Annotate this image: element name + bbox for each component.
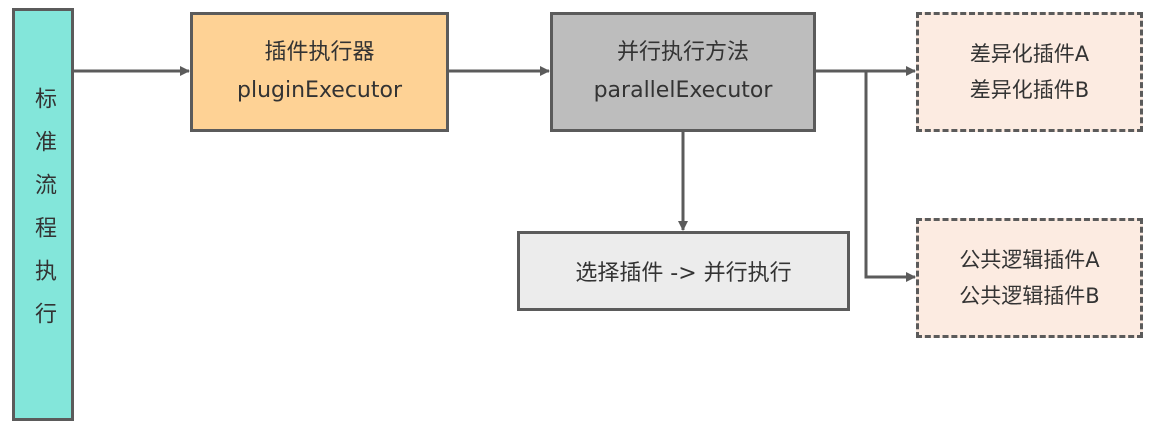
standard-flow-label: 标准流程执行 (31, 87, 56, 345)
plugin-executor-node: 插件执行器 pluginExecutor (190, 12, 449, 132)
common-plugin-a-label: 公共逻辑插件A (959, 248, 1100, 272)
choose-plugin-label: 选择插件 -> 并行执行 (575, 261, 792, 286)
diff-plugin-b-label: 差异化插件B (969, 78, 1090, 102)
diff-plugin-a-label: 差异化插件A (969, 42, 1090, 66)
parallel-executor-node: 并行执行方法 parallelExecutor (550, 12, 816, 132)
choose-plugin-node: 选择插件 -> 并行执行 (517, 231, 850, 311)
diff-plugins-node: 差异化插件A 差异化插件B (916, 12, 1143, 132)
plugin-executor-subtitle: pluginExecutor (237, 78, 402, 103)
plugin-executor-title: 插件执行器 (264, 40, 375, 65)
common-plugin-b-label: 公共逻辑插件B (959, 284, 1100, 308)
common-plugins-node: 公共逻辑插件A 公共逻辑插件B (916, 218, 1143, 338)
parallel-executor-subtitle: parallelExecutor (593, 78, 773, 103)
parallel-executor-title: 并行执行方法 (616, 40, 749, 65)
arrow-parallel-to-common (864, 71, 916, 282)
standard-flow-box: 标准流程执行 (12, 8, 74, 421)
